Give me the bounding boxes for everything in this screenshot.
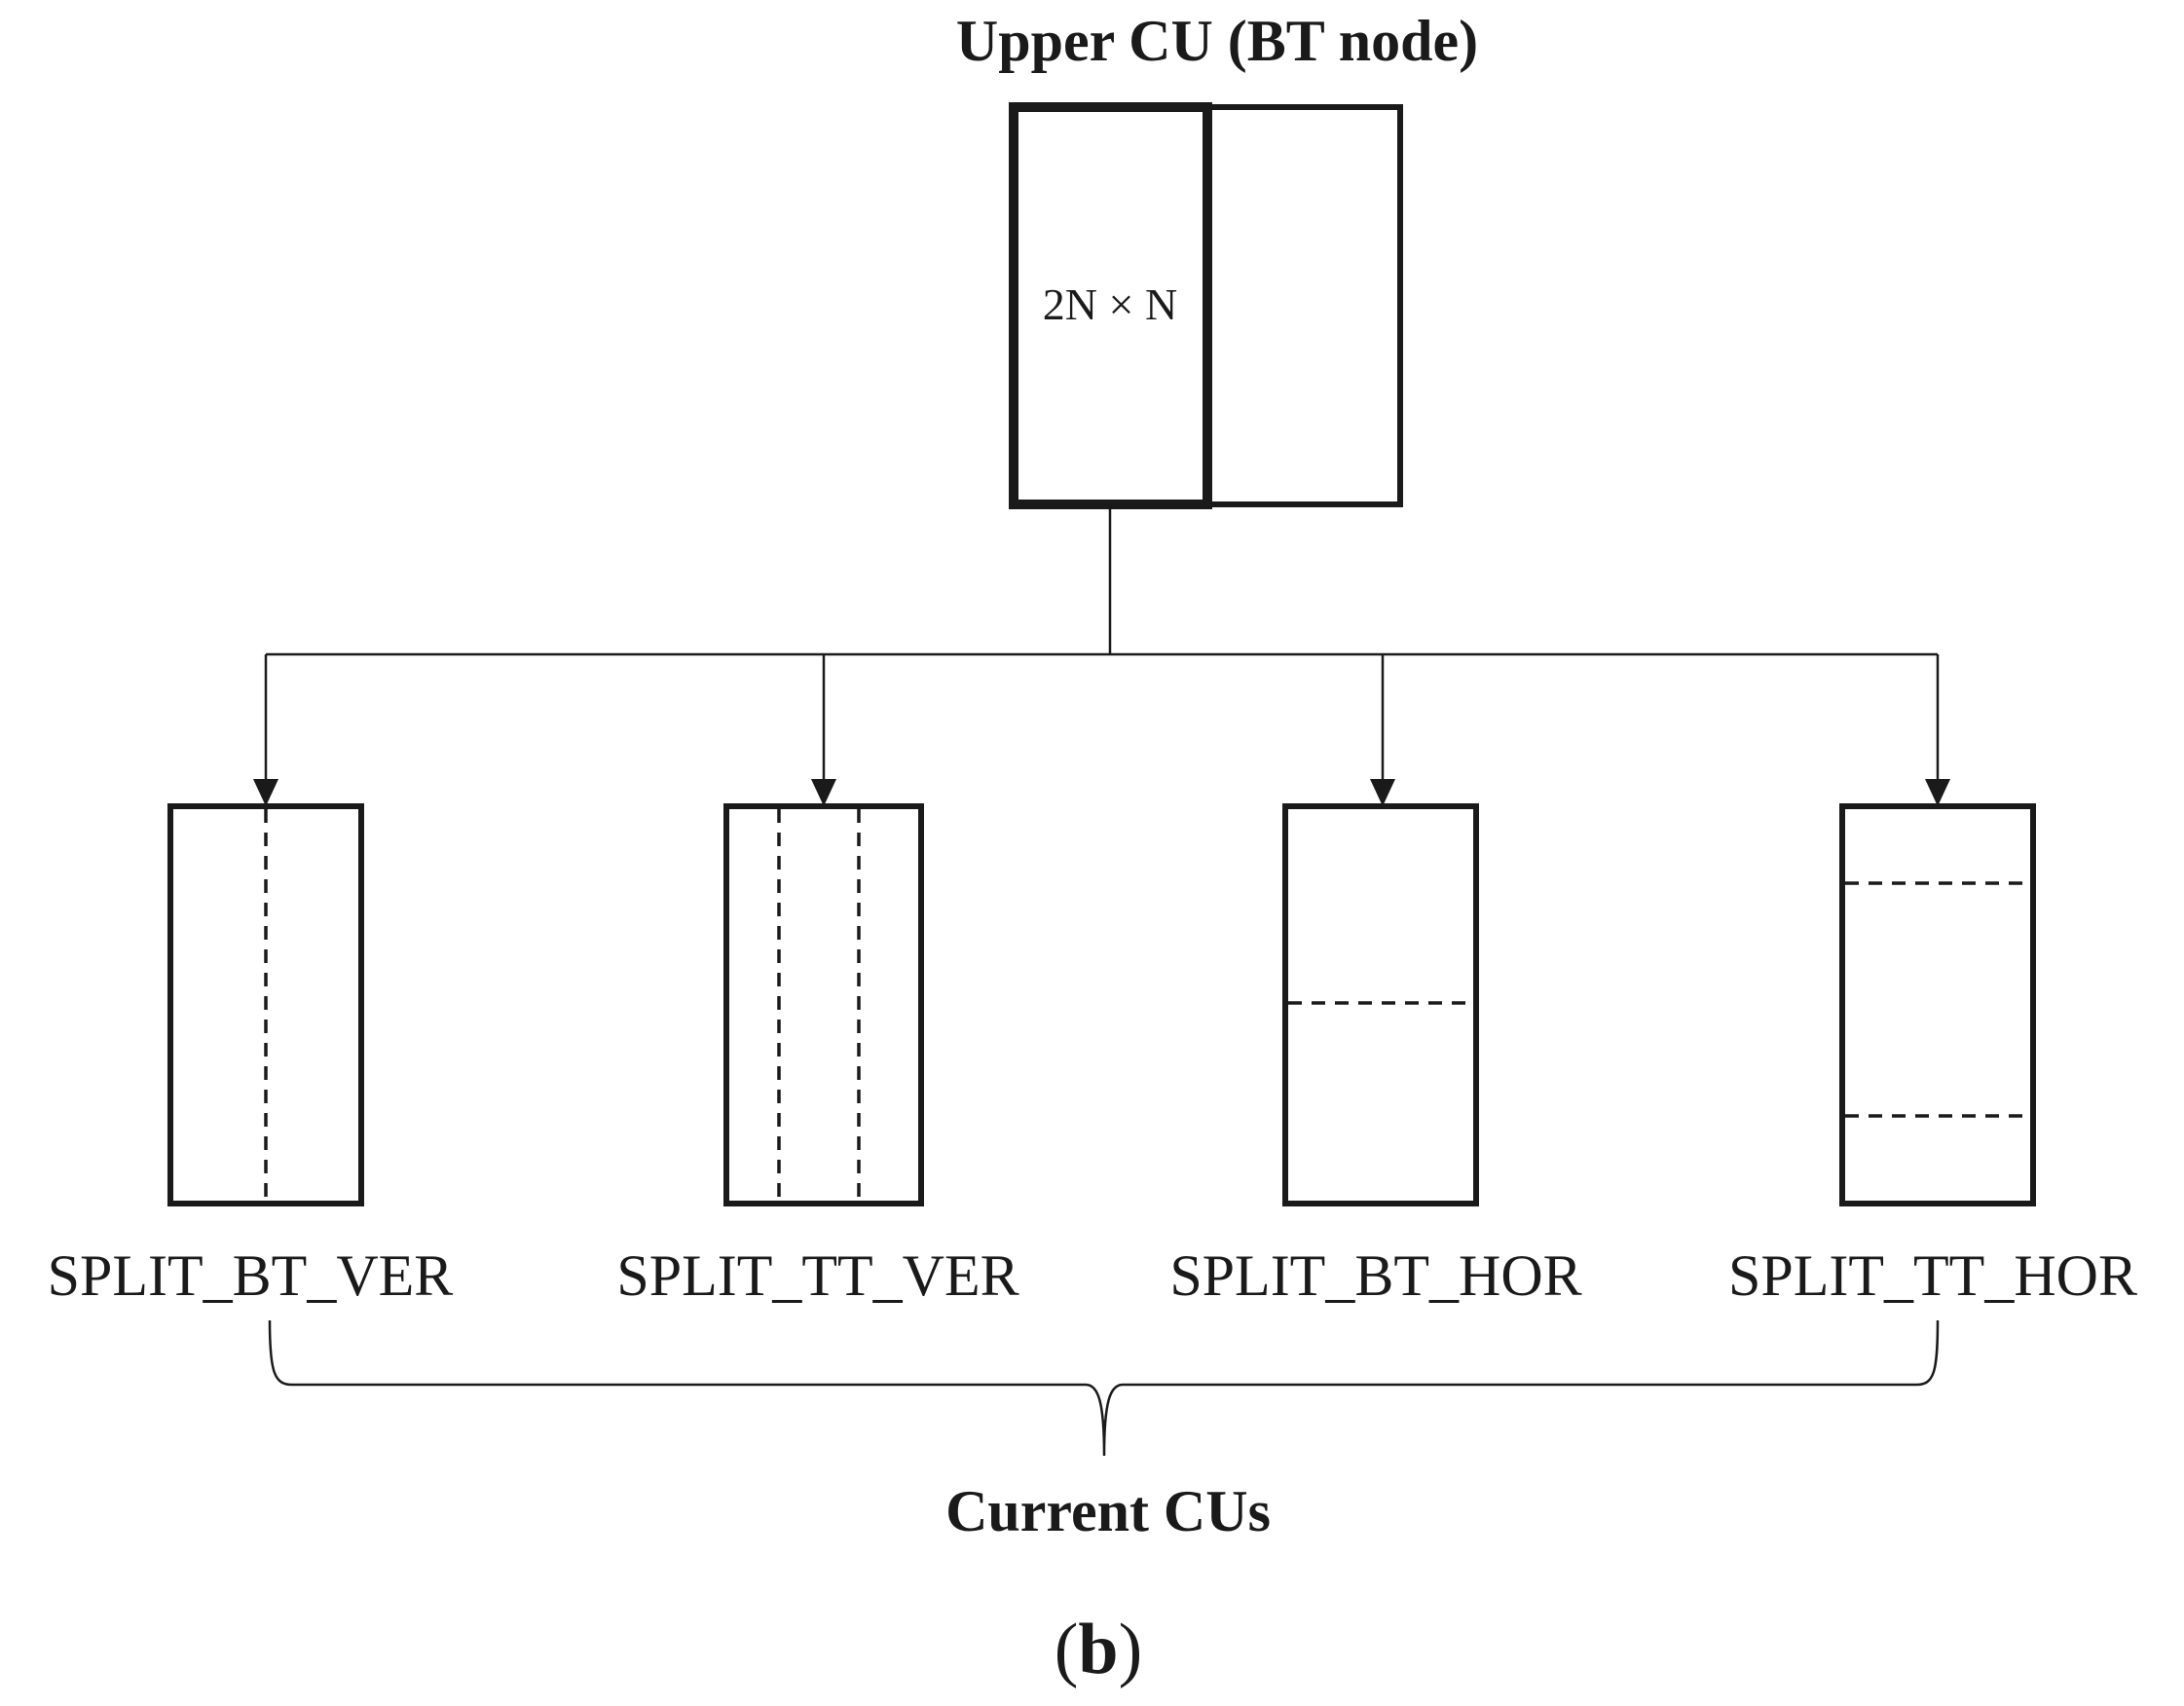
connector-tree [253,504,1950,806]
arrowhead-3 [1370,779,1395,806]
upper-cu-block: 2N × N [1009,102,1403,509]
arrowhead-4 [1925,779,1950,806]
current-cus-label: Current CUs [945,1479,1271,1543]
upper-cu-title: Upper CU (BT node) [956,9,1478,73]
cu-split-bt-hor: SPLIT_BT_HOR [1169,803,1582,1308]
cu-split-tt-ver: SPLIT_TT_VER [616,803,1019,1308]
split-label: SPLIT_BT_VER [48,1243,454,1308]
group-brace [268,1319,1940,1457]
subfigure-letter: b [1078,1610,1118,1689]
cu-box [723,803,924,1206]
arrowhead-2 [811,779,836,806]
upper-cu-right-half [1204,104,1403,507]
subfigure-close-paren: ) [1119,1610,1143,1689]
cu-box [1282,803,1479,1206]
subfigure-open-paren: ( [1055,1610,1079,1689]
cu-split-tt-hor: SPLIT_TT_HOR [1728,803,2137,1308]
upper-cu-current-half [1009,102,1212,509]
arrowhead-1 [253,779,278,806]
split-label: SPLIT_TT_HOR [1728,1243,2137,1308]
cu-box [1839,803,2036,1206]
upper-cu-size-label: 2N × N [1043,279,1177,329]
subfigure-label: (b) [1055,1610,1142,1689]
cu-split-bt-ver: SPLIT_BT_VER [48,803,454,1308]
split-label: SPLIT_BT_HOR [1169,1243,1581,1308]
split-label: SPLIT_TT_VER [616,1243,1018,1308]
